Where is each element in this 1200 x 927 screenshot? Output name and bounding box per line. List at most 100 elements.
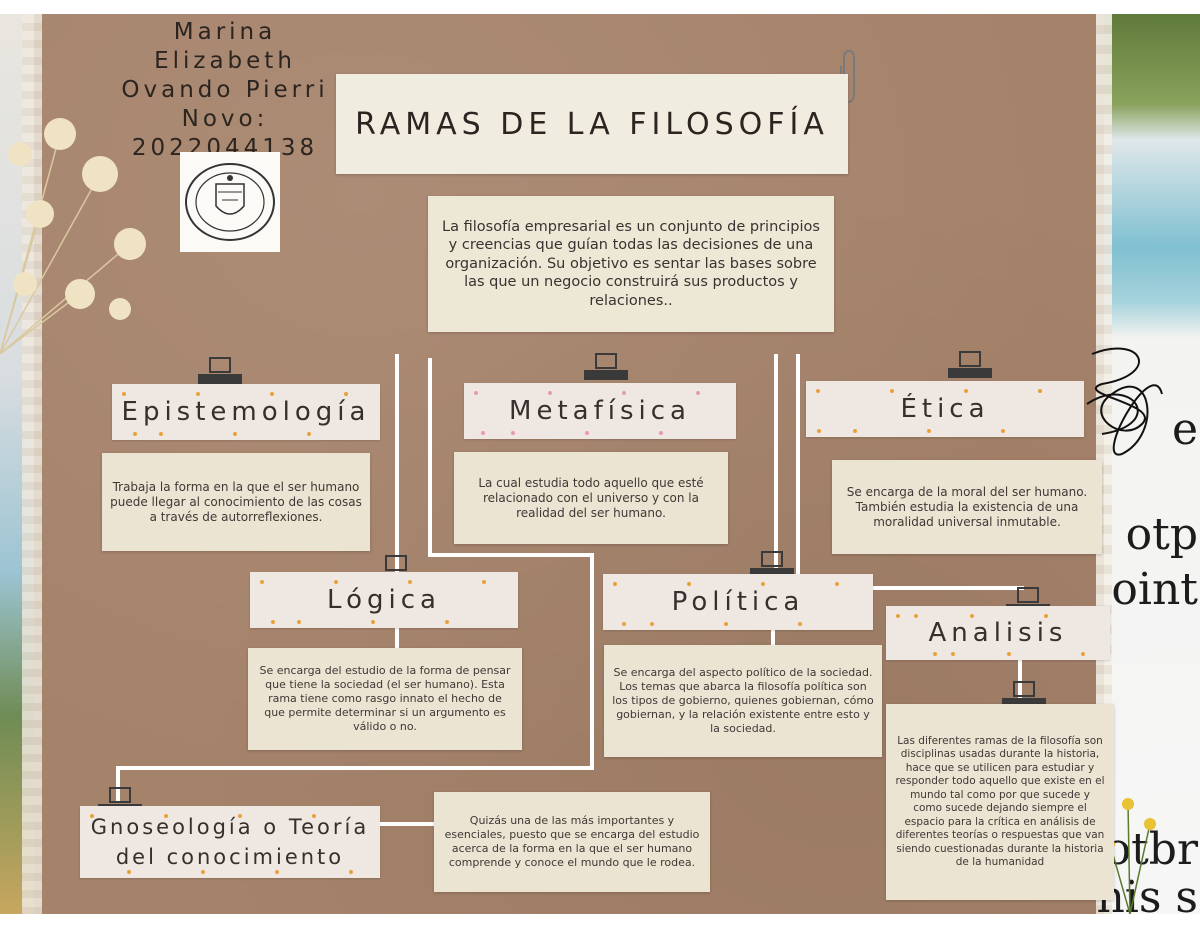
tape-dot bbox=[159, 432, 163, 436]
tape-metafisica: Metafísica bbox=[464, 383, 736, 439]
collage-text-2: otp bbox=[1125, 509, 1198, 560]
tape-dot bbox=[238, 814, 242, 818]
tape-dot bbox=[270, 392, 274, 396]
tape-dot bbox=[275, 870, 279, 874]
author-name-line1: Marina Elizabeth bbox=[154, 19, 296, 74]
tape-dot bbox=[613, 582, 617, 586]
branch-label-etica: Ética bbox=[900, 394, 990, 424]
branch-label-epistemologia: Epistemología bbox=[121, 397, 371, 427]
seal-icon bbox=[185, 163, 275, 241]
tape-analisis: Analisis bbox=[886, 606, 1110, 660]
tape-dot bbox=[835, 582, 839, 586]
branch-text-epistemologia: Trabaja la forma en la que el ser humano… bbox=[110, 479, 362, 524]
collage-text-3: oint bbox=[1111, 564, 1198, 615]
tape-logica: Lógica bbox=[250, 572, 518, 628]
note-etica: Se encarga de la moral del ser humano. T… bbox=[832, 460, 1102, 554]
tape-dot bbox=[548, 391, 552, 395]
tape-dot bbox=[233, 432, 237, 436]
binder-clip-icon bbox=[584, 353, 628, 380]
tape-dot bbox=[1044, 614, 1048, 618]
note-gnoseologia: Quizás una de las más importantes y esen… bbox=[434, 792, 710, 892]
tape-dot bbox=[164, 814, 168, 818]
tape-etica: Ética bbox=[806, 381, 1084, 437]
branch-text-metafisica: La cual estudia todo aquello que esté re… bbox=[478, 475, 704, 520]
intro-text: La filosofía empresarial es un conjunto … bbox=[442, 218, 820, 309]
dried-flower-icon bbox=[0, 118, 146, 355]
tape-dot bbox=[914, 614, 918, 618]
tape-dot bbox=[90, 814, 94, 818]
binder-clip-icon bbox=[750, 551, 794, 578]
tape-dot bbox=[1081, 652, 1085, 656]
note-epistemologia: Trabaja la forma en la que el ser humano… bbox=[102, 453, 370, 551]
branch-text-logica: Se encarga del estudio de la forma de pe… bbox=[259, 664, 511, 733]
tape-dot bbox=[853, 429, 857, 433]
branch-label-gnoseologia-line1: Gnoseología o Teoría bbox=[90, 815, 370, 839]
tape-dot bbox=[307, 432, 311, 436]
branch-label-metafisica: Metafísica bbox=[509, 396, 691, 426]
right-collage-strip bbox=[1104, 14, 1200, 914]
title-card: RAMAS DE LA FILOSOFÍA bbox=[336, 74, 848, 174]
tape-dot bbox=[260, 580, 264, 584]
binder-clip-icon bbox=[1002, 681, 1046, 708]
tape-dot bbox=[761, 582, 765, 586]
tape-dot bbox=[196, 392, 200, 396]
scribble-icon bbox=[1086, 347, 1163, 456]
note-logica: Se encarga del estudio de la forma de pe… bbox=[248, 648, 522, 750]
tape-dot bbox=[344, 392, 348, 396]
tape-dot bbox=[964, 389, 968, 393]
tape-politica: Política bbox=[603, 574, 873, 630]
branch-label-politica: Política bbox=[671, 587, 805, 617]
binder-clip-icon bbox=[948, 351, 992, 378]
tape-dot bbox=[349, 870, 353, 874]
tape-dot bbox=[122, 392, 126, 396]
tape-dot bbox=[585, 431, 589, 435]
tape-dot bbox=[890, 389, 894, 393]
tape-dot bbox=[622, 622, 626, 626]
note-metafisica: La cual estudia todo aquello que esté re… bbox=[454, 452, 728, 544]
collage-text-1: e bbox=[1171, 404, 1198, 455]
tape-dot bbox=[933, 652, 937, 656]
author-novo-label: Novo: bbox=[181, 106, 269, 132]
torn-paper-right bbox=[1096, 14, 1112, 914]
collage-text-4: otbr bbox=[1104, 824, 1198, 875]
tape-dot bbox=[816, 389, 820, 393]
tape-dot bbox=[127, 870, 131, 874]
tape-dot bbox=[481, 431, 485, 435]
branch-text-gnoseologia: Quizás una de las más importantes y esen… bbox=[444, 814, 700, 869]
tape-dot bbox=[482, 580, 486, 584]
branch-label-logica: Lógica bbox=[327, 585, 441, 615]
tape-dot bbox=[334, 580, 338, 584]
university-seal bbox=[180, 152, 280, 252]
tape-dot bbox=[970, 614, 974, 618]
tape-dot bbox=[1038, 389, 1042, 393]
tape-dot bbox=[951, 652, 955, 656]
note-politica: Se encarga del aspecto político de la so… bbox=[604, 645, 882, 757]
branch-label-gnoseologia-line2: del conocimiento bbox=[115, 845, 345, 869]
tape-dot bbox=[724, 622, 728, 626]
torn-paper-left bbox=[22, 14, 42, 914]
tape-dot bbox=[798, 622, 802, 626]
tape-dot bbox=[1001, 429, 1005, 433]
branch-text-etica: Se encarga de la moral del ser humano. T… bbox=[846, 484, 1088, 529]
author-info: Marina Elizabeth Ovando Pierri Novo: 202… bbox=[100, 18, 350, 163]
tape-dot bbox=[659, 431, 663, 435]
tape-dot bbox=[687, 582, 691, 586]
tape-dot bbox=[622, 391, 626, 395]
tape-dot bbox=[297, 620, 301, 624]
branch-text-analisis: Las diferentes ramas de la filosofía son… bbox=[895, 734, 1105, 869]
binder-clip-icon bbox=[198, 357, 242, 384]
tape-dot bbox=[927, 429, 931, 433]
tape-dot bbox=[408, 580, 412, 584]
tape-dot bbox=[650, 622, 654, 626]
tape-dot bbox=[696, 391, 700, 395]
tape-dot bbox=[445, 620, 449, 624]
tape-dot bbox=[371, 620, 375, 624]
intro-card: La filosofía empresarial es un conjunto … bbox=[428, 196, 834, 332]
tape-dot bbox=[133, 432, 137, 436]
tape-dot bbox=[1007, 652, 1011, 656]
tape-dot bbox=[271, 620, 275, 624]
author-name-line2: Ovando Pierri bbox=[121, 77, 329, 103]
tape-epistemologia: Epistemología bbox=[112, 384, 380, 440]
branch-text-politica: Se encarga del aspecto político de la so… bbox=[612, 666, 874, 735]
tape-dot bbox=[474, 391, 478, 395]
